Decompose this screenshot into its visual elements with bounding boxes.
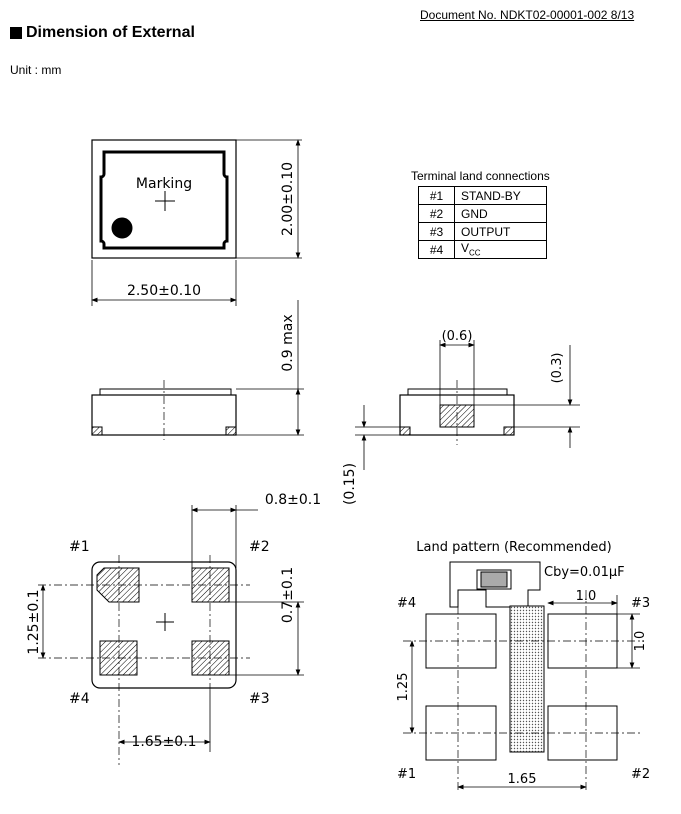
- top-view: [91, 139, 302, 306]
- section-heading-text: Dimension of External: [26, 24, 195, 41]
- land-pin-label-4: #4: [397, 596, 416, 611]
- height-dimension: 2.00±0.10: [280, 162, 296, 236]
- end-view: [355, 340, 580, 470]
- marking-text: Marking: [136, 176, 192, 192]
- terminal-width-dimension: (0.6): [442, 329, 473, 344]
- document-number: Document No. NDKT02-00001-002 8/13: [420, 8, 635, 22]
- terminal-table-title: Terminal land connections: [411, 169, 550, 183]
- land-width-dimension: 1.0: [576, 589, 597, 604]
- vcc-subscript: CC: [469, 248, 481, 258]
- table-row: #3 OUTPUT: [418, 222, 547, 241]
- square-bullet-icon: [10, 27, 22, 39]
- pad-width-dimension: 0.8±0.1: [265, 492, 321, 508]
- width-dimension: 2.50±0.10: [127, 283, 201, 299]
- terminal-thickness-dimension: (0.15): [342, 463, 358, 505]
- terminal-height-dimension: (0.3): [550, 353, 565, 384]
- vcc-main: V: [461, 241, 470, 256]
- table-row: #1 STAND-BY: [418, 186, 547, 205]
- height-max-dimension: 0.9 max: [280, 314, 296, 371]
- land-pitch-vertical-dimension: 1.25: [396, 673, 411, 702]
- terminal-pin: #1: [418, 186, 455, 205]
- pitch-vertical-dimension: 1.25±0.1: [26, 589, 42, 654]
- table-row: #4 VCC: [418, 240, 547, 259]
- section-heading: Dimension of External: [10, 24, 195, 42]
- land-pattern: [403, 561, 640, 790]
- land-pin-label-3: #3: [631, 596, 650, 611]
- land-pin-label-2: #2: [631, 767, 650, 782]
- terminal-function: STAND-BY: [454, 186, 547, 205]
- table-row: #2 GND: [418, 204, 547, 223]
- pin-label-4: #4: [69, 691, 90, 707]
- capacitor-label: Cby=0.01μF: [544, 565, 625, 580]
- pin-label-1: #1: [69, 539, 90, 555]
- terminal-pin: #3: [418, 222, 455, 241]
- terminal-function: OUTPUT: [454, 222, 547, 241]
- terminal-function: GND: [454, 204, 547, 223]
- terminal-pin: #4: [418, 240, 455, 259]
- unit-label: Unit : mm: [10, 63, 62, 77]
- land-pin-label-1: #1: [397, 767, 416, 782]
- terminal-function-vcc: VCC: [454, 240, 547, 259]
- bottom-view: [38, 505, 304, 765]
- pad-height-dimension: 0.7±0.1: [280, 567, 296, 623]
- terminal-pin: #2: [418, 204, 455, 223]
- pitch-horizontal-dimension: 1.65±0.1: [131, 734, 196, 750]
- pin-label-3: #3: [249, 691, 270, 707]
- side-view: [91, 300, 304, 440]
- land-pattern-title: Land pattern (Recommended): [416, 540, 612, 555]
- land-pitch-horizontal-dimension: 1.65: [508, 772, 537, 787]
- terminal-table: #1 STAND-BY #2 GND #3 OUTPUT #4 VCC: [418, 186, 547, 259]
- pin-label-2: #2: [249, 539, 270, 555]
- land-height-dimension: 1.0: [633, 631, 648, 652]
